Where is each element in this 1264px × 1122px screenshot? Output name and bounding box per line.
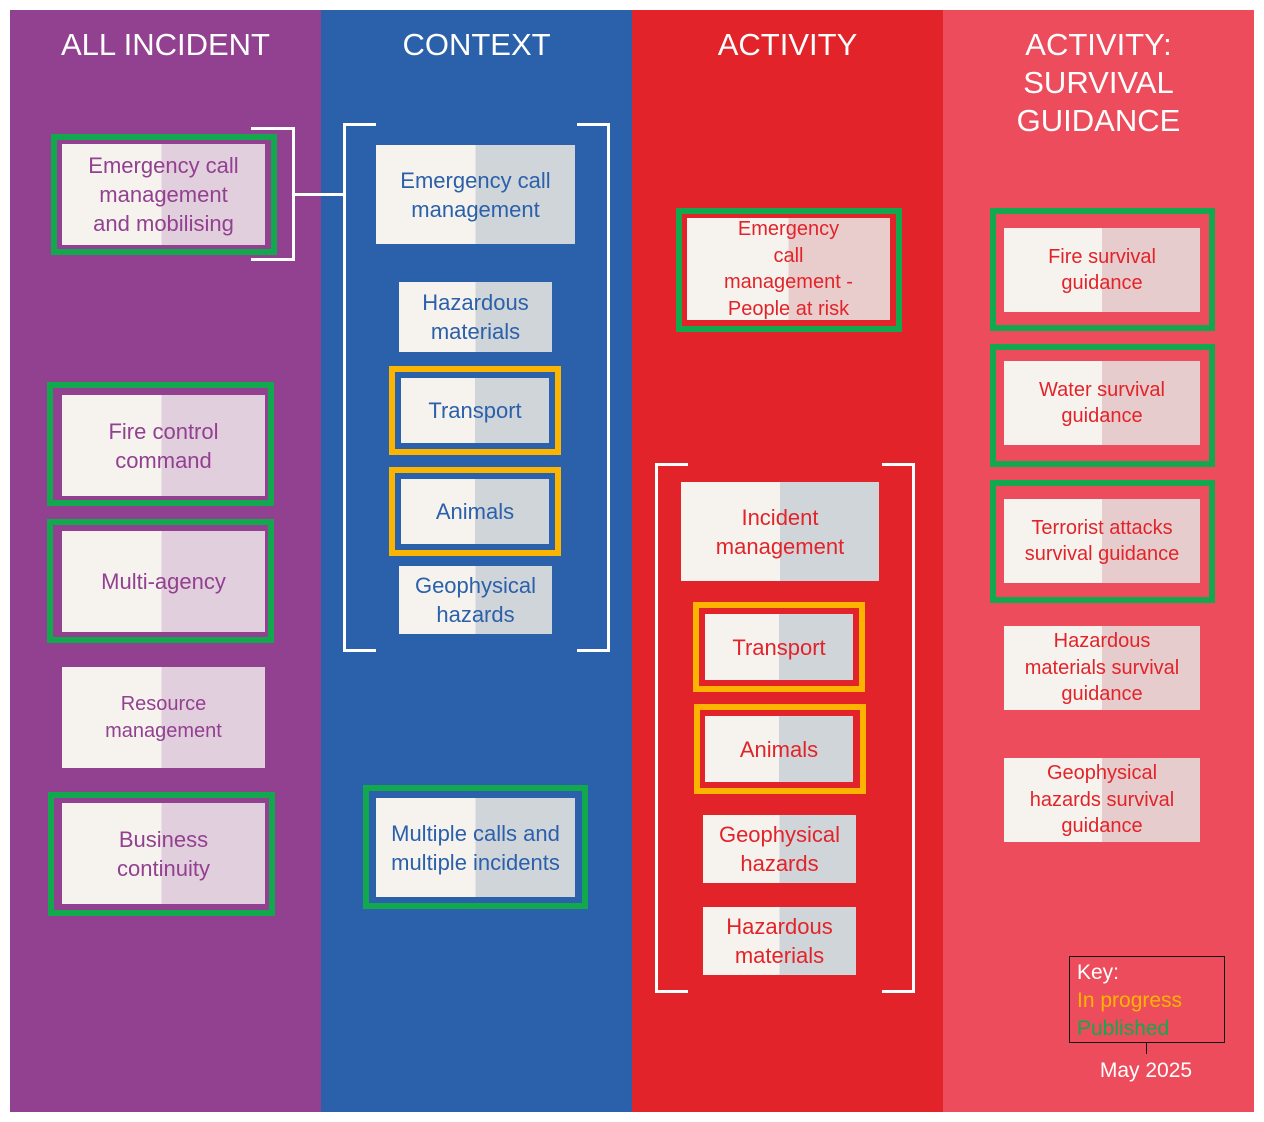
bracket-all-incident-right [251,127,295,261]
all-incident-item: Fire control command [62,395,265,496]
published-frame [48,792,275,916]
survival-item: Water survival guidance [1004,361,1200,445]
all-incident-item: Business continuity [62,803,265,904]
bracket-context-left [343,123,376,652]
all-incident-item: Emergency call management and mobilising [62,144,265,245]
activity-item: Geophysical hazards [703,815,856,883]
column-title-all-incident: ALL INCIDENT [60,27,270,62]
bracket-context-right [577,123,610,652]
context-item: Geophysical hazards [399,566,552,634]
context-item: Transport [398,375,552,446]
activity-item: Animals [702,713,856,785]
bracket-activity-left [655,463,688,993]
published-frame [47,382,274,506]
survival-item: Hazardous materials survival guidance [1004,626,1200,710]
column-title-context: CONTEXT [402,27,551,62]
survival-item: Terrorist attacks survival guidance [1004,499,1200,583]
legend-tick [1146,1042,1147,1054]
activity-item: Hazardous materials [703,907,856,975]
all-incident-item: Resource management [62,667,265,768]
published-frame [676,208,902,332]
context-item: Animals [398,476,552,547]
published-frame [990,344,1215,467]
column-title-activity: ACTIVITY [717,27,858,62]
in-progress-frame [694,704,866,794]
published-frame [47,519,274,643]
activity-item: Emergency call management - People at ri… [687,218,890,320]
bracket-connector [295,193,343,196]
date-label: May 2025 [1099,1059,1193,1082]
context-item: Hazardous materials [399,282,552,352]
activity-item: Transport [702,611,856,683]
legend-published: Published [1077,1017,1170,1040]
legend-in-progress: In progress [1077,989,1183,1012]
context-item: Multiple calls and multiple incidents [376,798,575,897]
bracket-activity-right [882,463,915,993]
in-progress-frame [693,602,865,692]
activity-item: Incident management [681,482,879,581]
published-frame [990,208,1215,331]
published-frame [990,480,1215,603]
legend-title: Key: [1077,961,1120,984]
all-incident-item: Multi-agency [62,531,265,632]
in-progress-frame [389,467,561,556]
in-progress-frame [389,366,561,455]
context-item: Emergency call management [376,145,575,244]
survival-item: Geophysical hazards survival guidance [1004,758,1200,842]
published-frame [363,785,588,909]
survival-item: Fire survival guidance [1004,228,1200,312]
published-frame [51,134,277,255]
column-title-survival-guidance: ACTIVITY: SURVIVAL GUIDANCE [1016,27,1181,138]
legend-key: Key: In progress Published [1069,956,1225,1043]
